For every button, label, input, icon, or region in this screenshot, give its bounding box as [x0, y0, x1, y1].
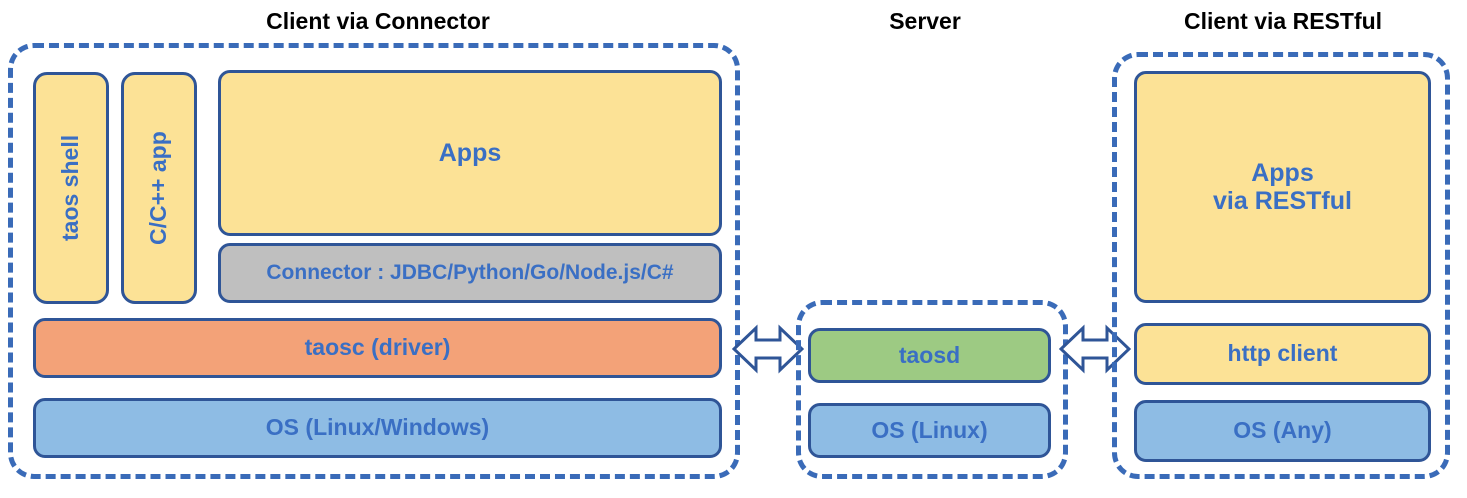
block-apps-connector[interactable]: Apps — [218, 70, 722, 236]
section-title-server: Server — [889, 8, 961, 34]
block-os-linux[interactable]: OS (Linux) — [808, 403, 1051, 458]
section-title-client-restful: Client via RESTful — [1183, 8, 1383, 34]
block-http-client[interactable]: http client — [1134, 323, 1431, 385]
block-apps-via-restful[interactable]: Apps via RESTful — [1134, 71, 1431, 303]
block-os-any[interactable]: OS (Any) — [1134, 400, 1431, 462]
block-taosd[interactable]: taosd — [808, 328, 1051, 383]
section-title-client-connector: Client via Connector — [266, 8, 490, 34]
block-os-linux-windows[interactable]: OS (Linux/Windows) — [33, 398, 722, 458]
panel-client-via-connector — [8, 43, 740, 479]
block-c-cpp-app[interactable]: C/C++ app — [121, 72, 197, 304]
block-taos-shell[interactable]: taos shell — [33, 72, 109, 304]
panel-client-via-restful — [1112, 52, 1450, 479]
block-connector-list[interactable]: Connector : JDBC/Python/Go/Node.js/C# — [218, 243, 722, 303]
panel-server — [796, 300, 1068, 479]
block-taosc-driver[interactable]: taosc (driver) — [33, 318, 722, 378]
double-headed-arrow-icon-left — [732, 322, 804, 376]
